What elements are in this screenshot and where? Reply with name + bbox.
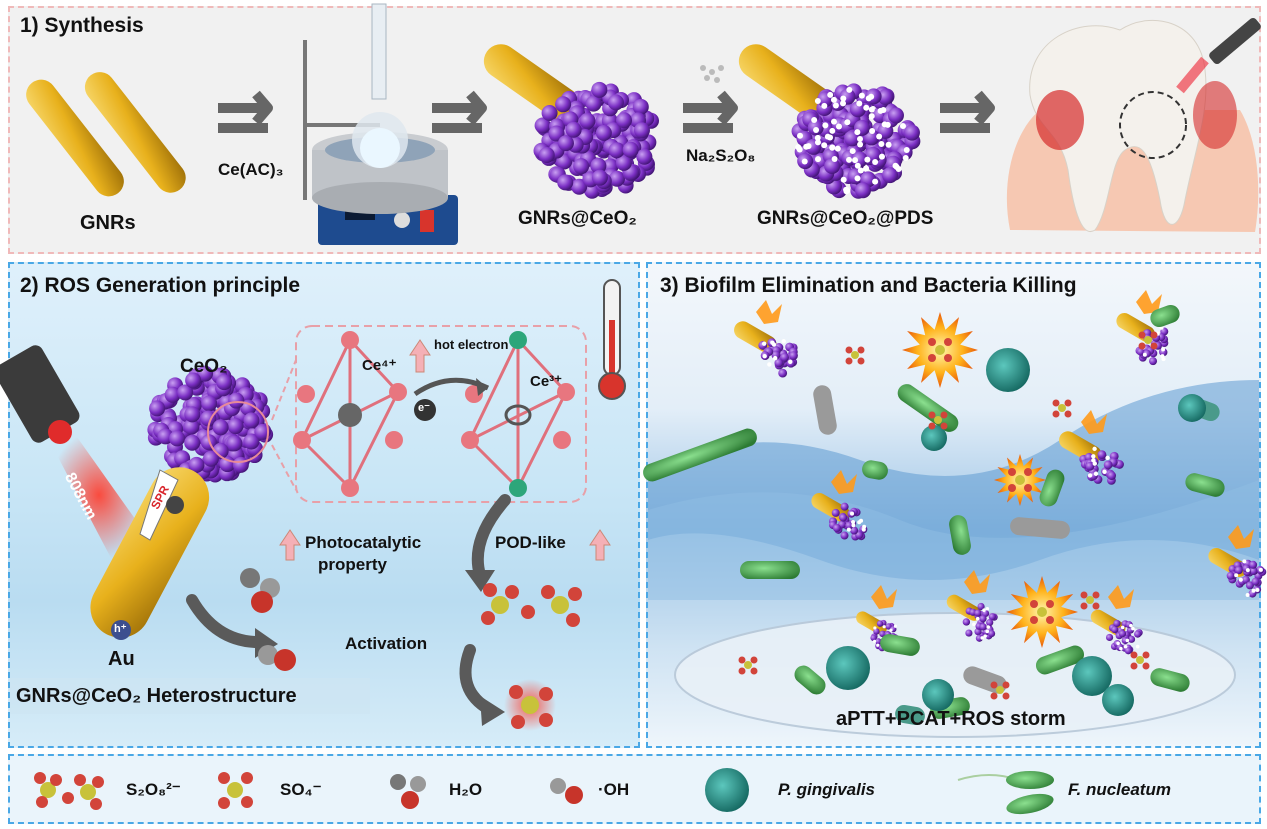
bacterium-coccus [1178,394,1206,422]
gnrs-label: GNRs [80,212,136,234]
ce4-label: Ce⁴⁺ [362,357,397,374]
property-label: property [318,555,387,574]
bacterium-rod [880,634,920,656]
double-arrow-icon [940,90,995,133]
ce3-octahedron [461,331,575,497]
bacterium-coccus [1102,684,1134,716]
hole-label: h⁺ [114,623,127,635]
legend-h2o-label: H₂O [449,780,483,799]
bacterium-rod [897,384,959,432]
molecule-oh [258,645,296,671]
electron-label: e⁻ [418,402,430,414]
hot-electron-label: hot electron [434,337,509,352]
na2s2o8-label: Na₂S₂O₈ [686,146,756,165]
legend-oh-label: ·OH [598,780,630,799]
bacterium-rod [1185,473,1225,497]
gold-nanorods [26,72,186,197]
synthesis-title: 1) Synthesis [20,14,144,37]
legend-oh-icon [550,778,583,804]
heterostructure-label: GNRs@CeO₂ Heterostructure [16,685,297,707]
nanoparticle [946,570,998,642]
molecule-so4 [990,681,1010,700]
electron-icon [414,399,436,421]
nanoparticle [1059,410,1124,485]
bacterium-rod [949,515,971,555]
molecule-so4 [1138,331,1158,350]
molecule-so4 [1080,591,1100,610]
bacterium-rod [794,665,826,695]
double-arrow-icon [683,65,738,133]
legend-panel [8,754,1261,824]
gnrs-ceo2-pds-cluster [738,44,921,199]
legend-s2o8-icon [34,772,104,810]
heterostructure-banner [10,678,370,714]
nanoparticle [734,300,798,378]
ros-burst [994,454,1046,506]
legend-f-nucleatum-icon [957,771,1054,815]
gnrs-ceo2-pds-label: GNRs@CeO₂@PDS [757,208,934,229]
ce4-octahedron [293,331,407,497]
legend-s2o8-label: S₂O₈²⁻ [126,780,181,799]
bacterium-rod [1035,645,1085,675]
bacterium-rod [643,428,757,482]
ceo2-cluster-large [147,365,274,483]
molecule-s2o8 [481,583,582,627]
storm-label: aPTT+PCAT+ROS storm [836,708,1066,730]
bacterium-coccus [921,425,947,451]
au-label: Au [108,648,135,670]
legend-pg-label: P. gingivalis [778,780,876,799]
laser-device-icon [0,345,150,560]
molecule-so4 [1052,399,1072,418]
nanoparticle [1090,585,1143,655]
nanoparticle [1208,525,1267,598]
molecule-so4 [1130,651,1150,670]
double-arrow-icon [218,90,273,133]
molecule-so4 [845,346,865,365]
nanoparticle [811,470,868,541]
double-arrow-icon [432,90,487,133]
bacterium-rod [813,385,837,435]
ros-title: 2) ROS Generation principle [20,274,301,297]
pod-like-label: POD-like [495,533,566,552]
ce3-label: Ce³⁺ [530,373,563,390]
hotplate-stirrer-icon [303,3,458,245]
molecule-so4 [928,411,948,430]
photocatalytic-label: Photocatalytic [305,533,422,552]
activation-label: Activation [345,634,428,653]
legend-so4-icon [218,772,253,809]
legend-fn-label: F. nucleatum [1068,780,1171,799]
bacterium-rod [895,704,925,726]
molecule-h2o [240,568,280,613]
legend-h2o-icon [390,774,426,809]
ceo2-label: CeO₂ [180,356,228,377]
nanoparticle [1116,290,1169,366]
ros-burst [902,312,978,388]
bacterium-coccus [1072,656,1112,696]
zoom-box [295,325,587,503]
gold-rod-au [90,467,210,640]
ros-burst [1006,576,1078,648]
legend-p-gingivalis-icon [705,768,749,812]
bacterium-rod [1010,517,1070,539]
bacterium-rod [1039,469,1065,507]
thermometer-icon [598,279,626,400]
bacterium-rod [862,460,888,480]
tooth-illustration [1006,17,1261,233]
bacterium-rod [1150,304,1180,328]
increase-arrow-icon [279,339,611,561]
molecule-so4 [738,656,758,675]
legend-so4-label: SO₄⁻ [280,780,322,799]
biofilm-title: 3) Biofilm Elimination and Bacteria Kill… [660,274,1077,297]
bacterium-coccus [922,679,954,711]
bacterium-coccus [986,348,1030,392]
bacterium-rod [1150,668,1190,692]
bacterium-coccus [826,646,870,690]
molecule-so4-radical [504,679,556,731]
bacterium-rod [740,561,800,579]
gnrs-ceo2-label: GNRs@CeO₂ [518,208,637,229]
ce-reagent-label: Ce(AC)₃ [218,160,284,179]
gnrs-ceo2-cluster [483,44,659,199]
